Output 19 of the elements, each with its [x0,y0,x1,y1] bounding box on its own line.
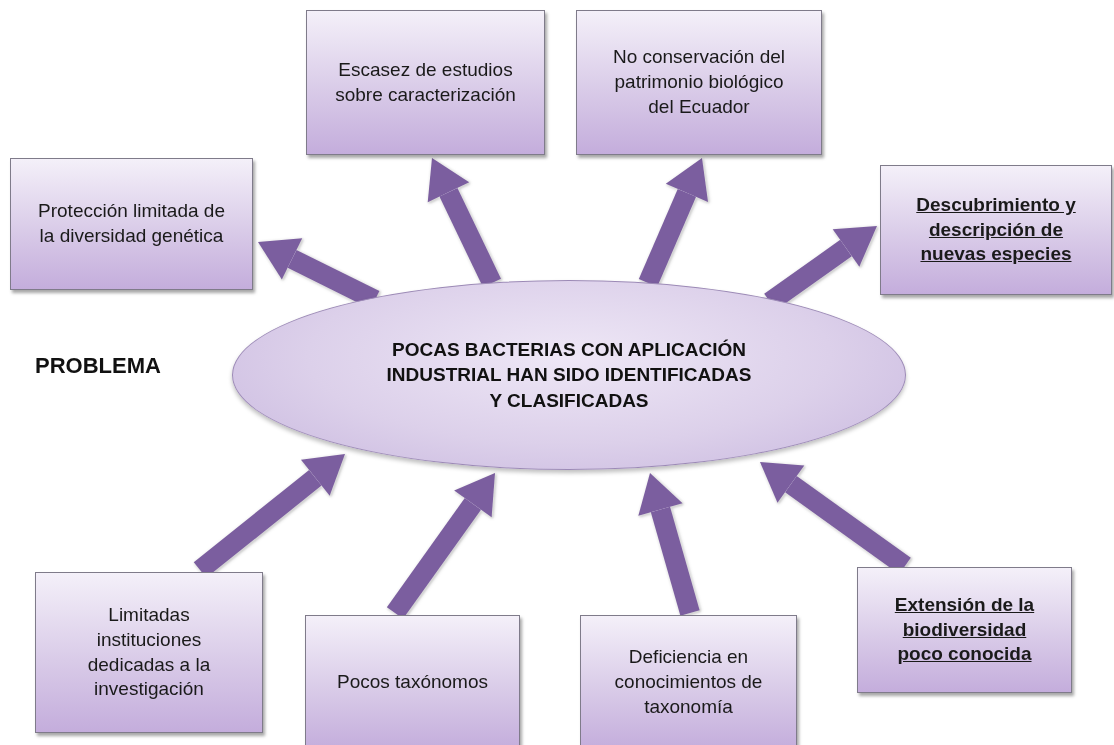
cause-effect-box [580,615,797,745]
node-text: Protección limitada de la diversidad genética [37,199,226,248]
node-text: Deficiencia en conocimientos de taxonomía [613,645,764,719]
node-text: Escasez de estudios sobre caracterización [334,57,517,107]
cause-effect-box [10,158,253,290]
cause-effect-box [305,615,520,745]
node-text: Pocos taxónomos [337,670,488,695]
node-text: Extensión de la biodiversidad poco conocida [893,592,1036,667]
cause-effect-box [857,567,1072,693]
node-text: No conservación del patrimonio biológico del Ecuador [611,45,787,119]
cause-effect-box [880,165,1112,295]
node-text: Descubrimiento y descripción de nuevas especies [915,192,1077,267]
section-label: PROBLEMA [35,353,161,379]
node-text: Limitadas instituciones dedicadas a la investigación [86,603,212,702]
block-arrow [638,473,700,616]
node-text: POCAS BACTERIAS CON APLICACIÓN INDUSTRIAL HAN SIDO IDENTIFICADAS Y CLASIFICADAS [385,338,753,413]
cause-effect-box [306,10,545,155]
cause-effect-box [576,10,822,155]
cause-effect-box [35,572,263,733]
